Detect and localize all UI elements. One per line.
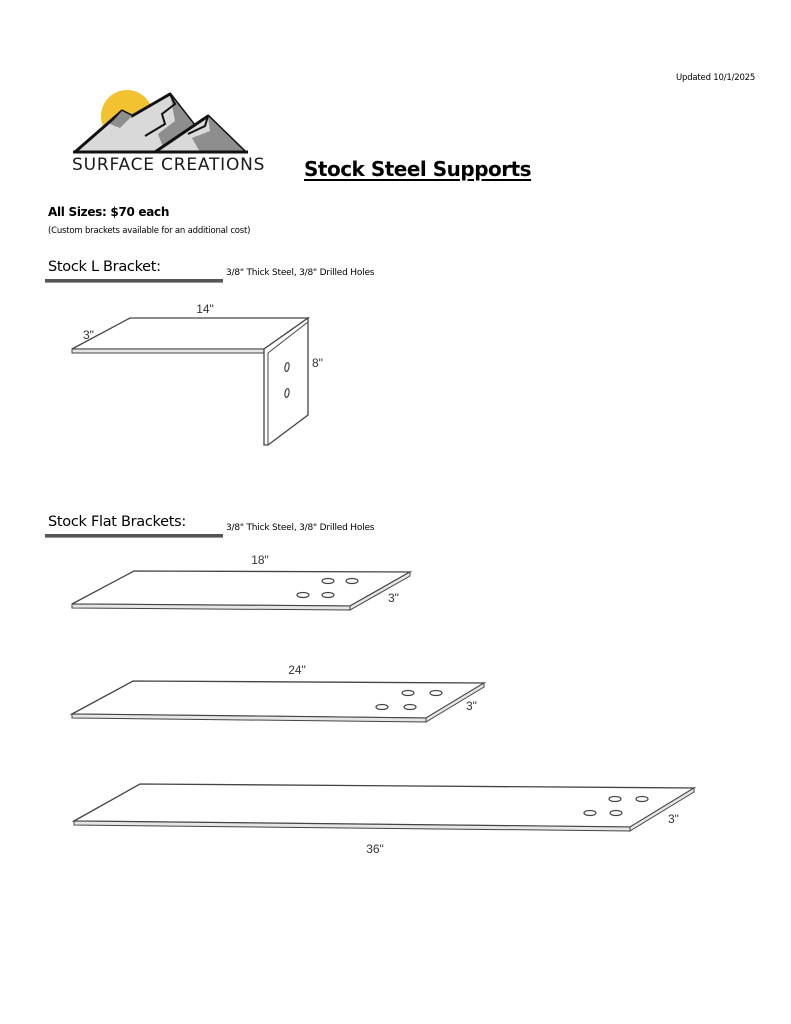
mountain-sun-logo-icon	[73, 90, 248, 154]
custom-note: (Custom brackets available for an additi…	[48, 226, 251, 236]
dimension-width: 3"	[668, 812, 679, 826]
surface-creations-logo	[70, 86, 275, 181]
updated-date: Updated 10/1/2025	[676, 73, 756, 83]
spec-flat-brackets: 3/8" Thick Steel, 3/8" Drilled Holes	[226, 523, 375, 533]
dimension-length: 36"	[366, 842, 384, 856]
l-bracket-diagram: 14" 3" 8"	[60, 295, 350, 455]
brand-name-first: Surface	[72, 155, 155, 175]
section-title-l-bracket: Stock L Bracket:	[48, 259, 161, 275]
section-divider	[45, 279, 223, 283]
brand-name: Surface Creations	[72, 155, 265, 175]
brand-name-second: Creations	[161, 155, 266, 175]
flat-bracket-18-diagram: 18" 3"	[60, 548, 420, 623]
section-title-flat-brackets: Stock Flat Brackets:	[48, 514, 186, 530]
dimension-width: 3"	[466, 699, 477, 713]
spec-l-bracket: 3/8" Thick Steel, 3/8" Drilled Holes	[226, 268, 375, 278]
dimension-length: 14"	[196, 302, 214, 316]
dimension-length: 18"	[251, 553, 269, 567]
flat-bracket-24-diagram: 24" 3"	[60, 658, 500, 733]
dimension-width: 3"	[388, 591, 399, 605]
flat-bracket-36-diagram: 36" 3"	[60, 778, 710, 873]
dimension-height: 8"	[312, 356, 323, 370]
dimension-length: 24"	[288, 663, 306, 677]
page-title: Stock Steel Supports	[304, 157, 532, 181]
section-divider	[45, 534, 223, 538]
dimension-width: 3"	[83, 328, 94, 342]
price-headline: All Sizes: $70 each	[48, 205, 170, 219]
